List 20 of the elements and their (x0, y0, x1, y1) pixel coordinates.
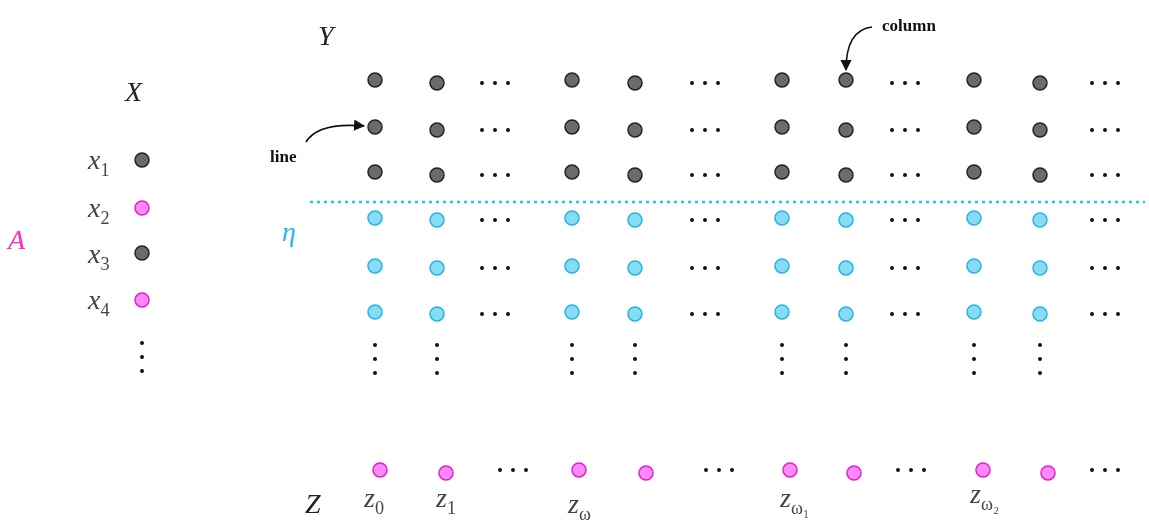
leader-arrow (840, 26, 873, 72)
math-label: x$_{2}$ (88, 194, 110, 227)
leader-label: line (270, 148, 297, 165)
math-label: z$_{1}$ (436, 484, 456, 517)
leader-arrow (305, 119, 366, 143)
math-label: x$_{4}$ (88, 286, 110, 319)
dot (367, 119, 383, 135)
math-label: z$_{ω}$ (568, 490, 591, 523)
math-label: x$_{3}$ (88, 240, 110, 273)
math-label: z$_{ω₂}$ (970, 480, 1000, 513)
axis-symbol: Z (305, 490, 321, 518)
math-label: η (282, 218, 296, 246)
axis-symbol: Y (318, 22, 334, 50)
math-label: z$_{ω₁}$ (780, 484, 810, 517)
leader-label: column (882, 17, 936, 34)
axis-symbol: X (125, 78, 143, 106)
dot (838, 72, 854, 88)
math-label: x$_{1}$ (88, 146, 110, 179)
math-label: A (8, 226, 26, 254)
math-label: z$_{0}$ (364, 484, 384, 517)
